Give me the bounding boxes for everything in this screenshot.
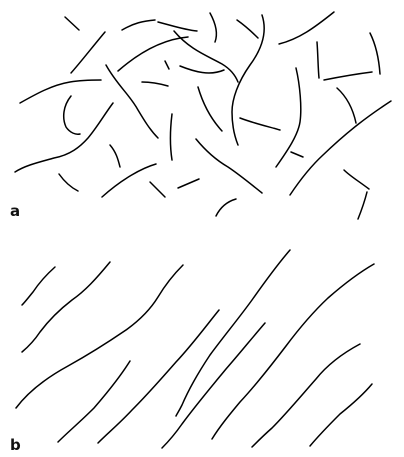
fiber-line xyxy=(344,170,369,189)
fiber-line xyxy=(290,101,391,195)
fiber-line xyxy=(198,87,222,131)
fiber-line xyxy=(64,96,80,134)
fiber-line xyxy=(240,118,280,130)
fiber-line xyxy=(71,32,105,73)
fiber-line xyxy=(317,42,319,78)
fiber-line xyxy=(237,20,258,38)
fiber-line xyxy=(16,265,183,408)
fiber-line xyxy=(337,88,356,123)
fiber-line xyxy=(216,199,236,216)
fiber-line xyxy=(65,17,79,30)
fiber-line xyxy=(158,22,197,31)
fiber-line xyxy=(58,361,130,442)
fiber-line xyxy=(106,65,158,138)
fiber-line xyxy=(370,33,380,74)
fiber-line xyxy=(210,13,216,42)
fiber-line xyxy=(196,139,262,193)
fiber-line xyxy=(252,344,360,447)
fiber-line xyxy=(22,267,55,305)
fiber-line xyxy=(171,114,173,160)
panel-a-label: a xyxy=(10,202,20,220)
fiber-line xyxy=(22,262,110,352)
fiber-line xyxy=(110,145,120,167)
panel-a xyxy=(15,12,391,219)
fiber-line xyxy=(212,264,374,439)
fiber-line xyxy=(122,20,155,30)
fiber-line xyxy=(279,12,334,44)
fiber-line xyxy=(178,179,199,188)
fiber-line xyxy=(174,31,238,82)
fiber-line xyxy=(358,192,367,219)
fiber-line xyxy=(98,310,219,443)
fiber-line xyxy=(324,72,372,80)
panel-b xyxy=(16,250,374,448)
fiber-line xyxy=(20,80,101,103)
fiber-line xyxy=(291,152,303,157)
fiber-line xyxy=(59,174,78,191)
fiber-line xyxy=(165,61,169,69)
fiber-line xyxy=(162,323,265,448)
fiber-line xyxy=(142,82,168,86)
fiber-line xyxy=(176,250,290,416)
fiber-line xyxy=(310,384,372,446)
panel-b-label: b xyxy=(10,436,21,454)
fiber-line xyxy=(276,68,301,167)
fiber-line xyxy=(118,37,188,71)
fiber-line xyxy=(150,182,165,197)
fiber-line xyxy=(180,66,224,73)
fiber-line xyxy=(102,164,156,197)
